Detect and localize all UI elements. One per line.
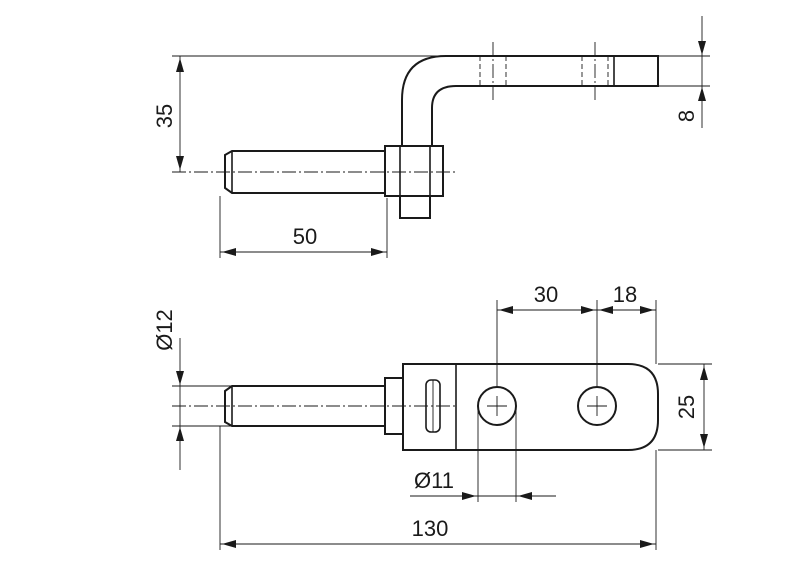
hole-2 <box>577 386 617 426</box>
dim-35: 35 <box>152 104 177 128</box>
dim-30: 30 <box>534 282 558 307</box>
dim-50: 50 <box>293 224 317 249</box>
side-strap <box>401 55 659 146</box>
dim-130: 130 <box>412 516 449 541</box>
top-plate <box>402 363 659 451</box>
dim-25: 25 <box>674 395 699 419</box>
dim-18: 18 <box>613 282 637 307</box>
dim-dia-11: Ø11 <box>414 468 454 493</box>
side-collar <box>384 145 444 197</box>
dim-8: 8 <box>674 110 699 122</box>
dim-dia-12: Ø12 <box>152 309 177 351</box>
side-view: 35 8 50 <box>152 16 710 258</box>
top-view: Ø12 30 18 25 Ø11 130 <box>152 282 712 550</box>
side-washer <box>399 195 431 219</box>
